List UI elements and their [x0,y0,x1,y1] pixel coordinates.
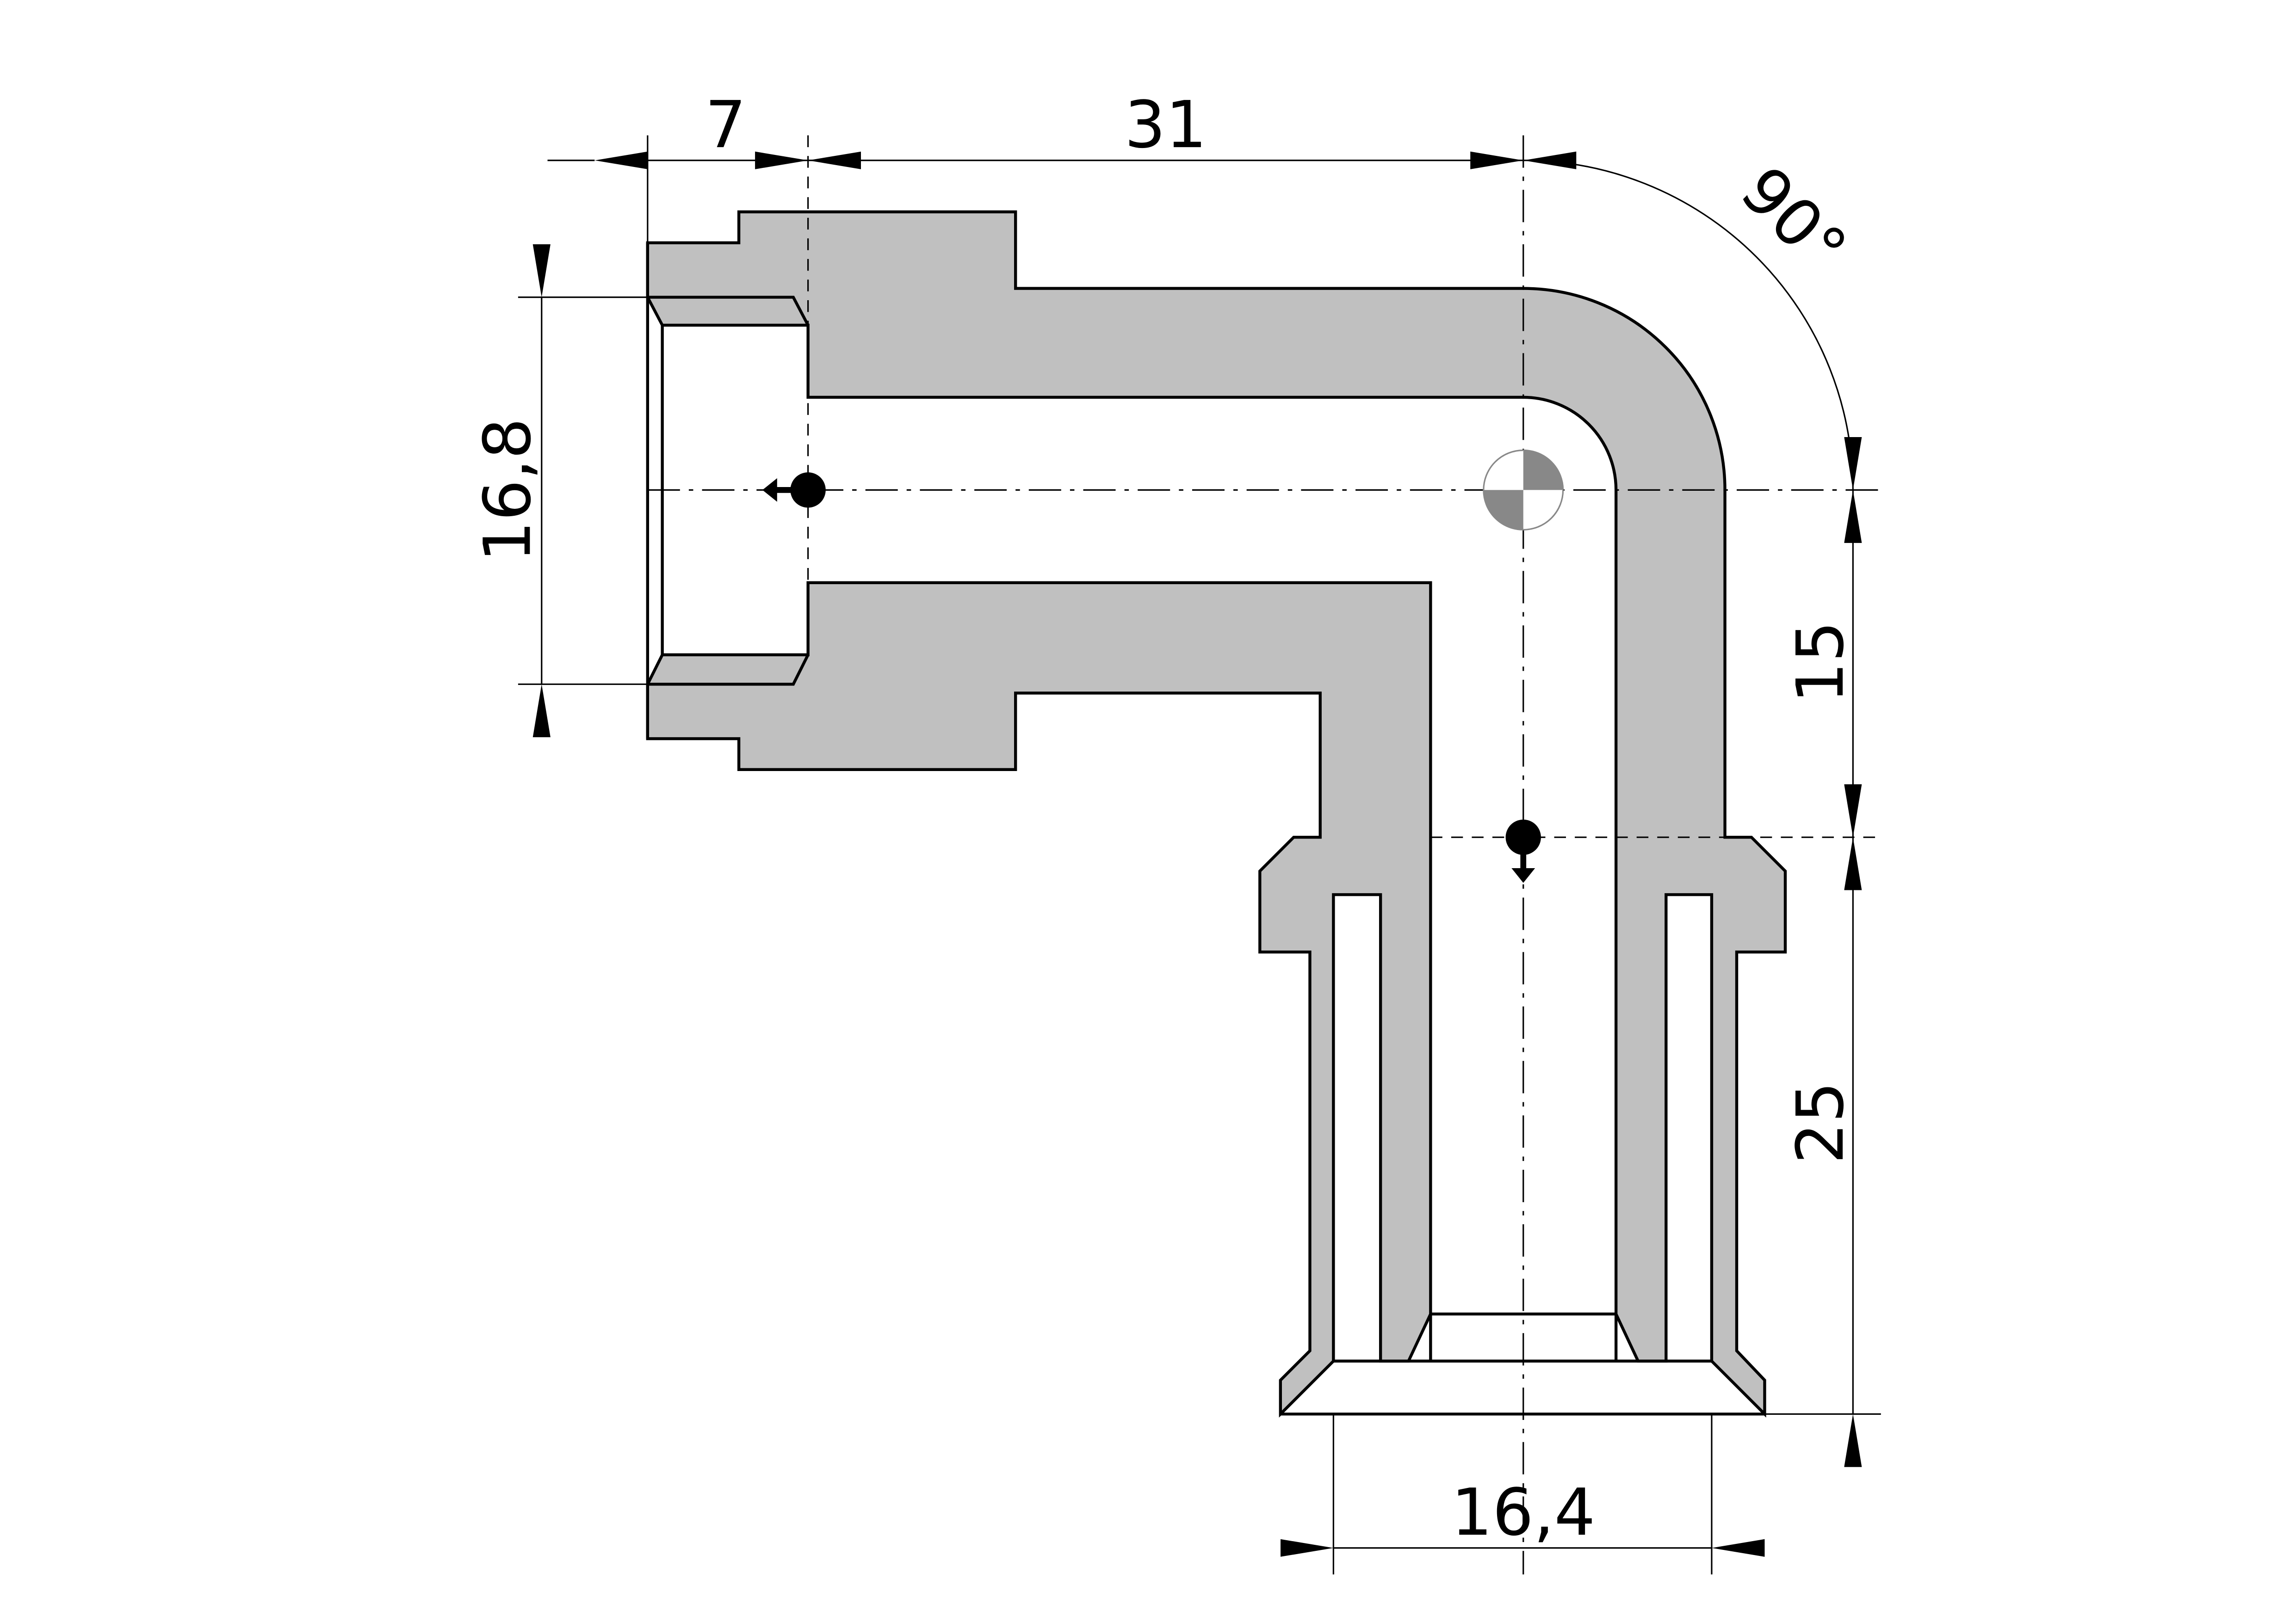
port-marker-bottom [1505,819,1541,883]
dim-text-7: 7 [705,87,746,163]
center-of-mass-icon [1483,449,1564,531]
dim-text-16-4: 16,4 [1451,1475,1596,1550]
port-marker-left [762,472,826,508]
dim-text-16-8: 16,8 [470,418,545,562]
dim-text-90: 90° [1726,153,1861,287]
dim-arc-90 [1470,151,1862,543]
dim-text-31: 31 [1125,87,1207,163]
dim-text-15: 15 [1783,621,1858,704]
fitting-body-upper [646,210,1787,1418]
dim-text-25: 25 [1783,1081,1858,1164]
fitting-body-lower [646,581,1432,1418]
